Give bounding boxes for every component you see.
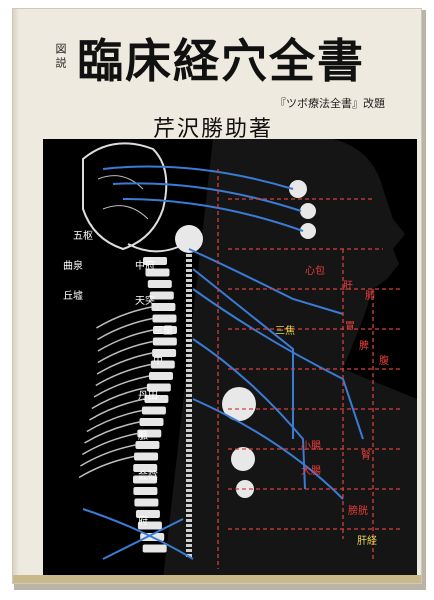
book-title: 臨床経穴全書: [77, 34, 365, 88]
vertebra: [152, 326, 177, 334]
rib: [89, 398, 145, 421]
rib: [97, 329, 154, 352]
vertebra: [149, 291, 174, 300]
book-author: 芹沢勝助著: [153, 117, 274, 142]
illustration-label: 丘墟: [63, 289, 83, 302]
head-silhouette: [163, 139, 417, 579]
vertebra: [146, 383, 171, 392]
series-label: 図説: [54, 43, 67, 71]
vertebra: [145, 268, 170, 277]
vertebra: [141, 406, 166, 415]
rib: [86, 409, 143, 433]
illustration-label: 肝: [343, 280, 353, 292]
ganglion-circle: [289, 180, 307, 198]
vertebra: [137, 429, 162, 438]
ganglion-circle: [222, 387, 256, 421]
vertebra: [148, 372, 173, 380]
vertebra: [151, 303, 176, 311]
illustration-label: 小腸: [301, 440, 321, 452]
illustration-label: 三里: [153, 325, 173, 337]
illustration-label: 肝経: [357, 534, 377, 547]
illustration-label: 膀胱: [348, 504, 368, 517]
illustration-label: 五枢: [73, 229, 93, 242]
rib: [95, 363, 151, 387]
rib: [78, 455, 135, 479]
vertebra: [143, 257, 167, 265]
nerve-paths: [82, 165, 364, 560]
rib: [97, 340, 153, 364]
vertebra: [133, 464, 158, 472]
rib: [84, 421, 140, 444]
illustration-label: 会陰: [138, 469, 158, 482]
skull-outline: [82, 142, 168, 251]
illustration-label: 肺: [365, 290, 375, 302]
rib: [96, 352, 153, 375]
vertebra: [142, 544, 167, 553]
vertebra: [147, 280, 172, 288]
spine: [78, 257, 177, 553]
vertebra: [152, 349, 177, 357]
vertebra: [139, 418, 164, 426]
illustration-label: 脈: [138, 429, 148, 442]
skull-detail: [97, 175, 149, 220]
vertebra: [144, 395, 169, 403]
meridian-lines: [217, 169, 403, 569]
illustration-label: 腹: [379, 354, 389, 367]
illustration-label: 天突: [135, 294, 155, 307]
illustration-label: 丹田: [138, 390, 158, 402]
book-cover: 図説 臨床経穴全書 『ツボ療法全書』改題 芹沢勝助著: [12, 8, 422, 584]
book-subtitle: 『ツボ療法全書』改題: [275, 97, 385, 110]
ganglion-circle: [300, 203, 316, 219]
cover-edge: [13, 9, 19, 583]
vertebra: [152, 314, 177, 323]
illustration-label: 三焦: [275, 324, 295, 337]
ganglion-circle: [231, 447, 255, 471]
anatomy-illustration: 五枢曲泉丘墟 中府天突三里中丹田脈会陰府 心包肝肺胃脾腹小腸大腸 腎膀胱 三焦肝経: [43, 139, 417, 579]
rib: [97, 317, 153, 341]
rib: [80, 444, 136, 467]
vertebra: [150, 360, 175, 369]
illustration-label: 大腸: [301, 464, 321, 477]
vertebra: [133, 475, 158, 484]
illustration-label: 曲泉: [63, 259, 83, 272]
rib: [96, 306, 152, 329]
illustration-label: 腎: [361, 450, 371, 462]
rib: [93, 375, 150, 398]
illustration-label: 府: [138, 514, 148, 527]
vertebra: [152, 337, 177, 346]
ganglion-circle: [300, 223, 316, 239]
illustration-label: 心包: [305, 264, 325, 277]
rib: [81, 432, 138, 456]
illustration-label: 胃: [345, 320, 355, 332]
vertebra: [135, 441, 160, 449]
vertebra: [134, 498, 159, 507]
ganglion-circle: [175, 225, 203, 253]
illustration-label: 中: [153, 354, 163, 367]
vertebra: [134, 452, 159, 461]
vertebra: [133, 487, 158, 495]
illustration-label: 脾: [359, 339, 369, 352]
rib: [91, 386, 147, 410]
cover-bottom-edge: [13, 575, 421, 583]
vertebra: [135, 510, 160, 518]
illustration-label: 中府: [135, 259, 155, 272]
vertebra: [137, 521, 162, 530]
